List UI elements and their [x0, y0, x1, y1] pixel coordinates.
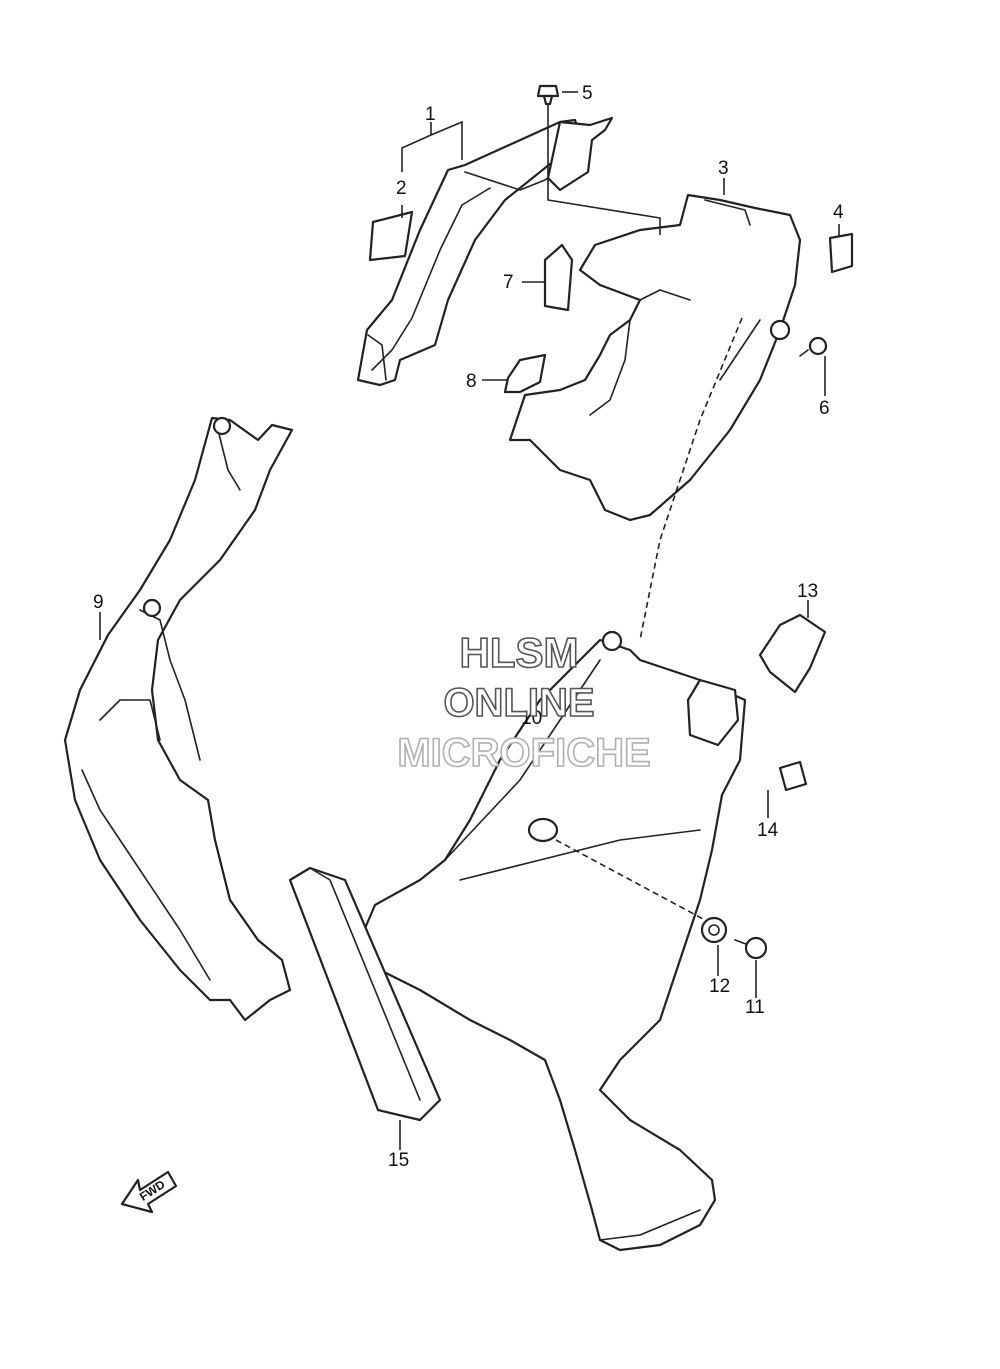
watermark-line-2: ONLINE: [443, 681, 594, 725]
watermark-line-3: MICROFICHE: [397, 731, 650, 775]
part-8-bracket: [503, 353, 547, 394]
part-13-pad: [758, 613, 827, 694]
callout-10: 10: [521, 708, 542, 729]
part-10-main-cover: [358, 630, 747, 1252]
callout-3: 3: [718, 158, 729, 179]
part-12-grommet: [700, 916, 728, 944]
callout-6: 6: [819, 398, 830, 419]
callout-4: 4: [833, 202, 844, 223]
callout-5: 5: [582, 83, 593, 104]
part-4-clip: [828, 232, 854, 274]
watermark: HLSM ONLINE MICROFICHE: [397, 628, 652, 776]
part-2-pad: [368, 210, 414, 262]
part-11-screw: [734, 936, 768, 960]
part-15-strip: [288, 866, 442, 1122]
callout-14: 14: [757, 820, 779, 841]
callout-12: 12: [709, 976, 730, 997]
part-14-clip: [778, 760, 808, 792]
callout-8: 8: [466, 371, 477, 392]
callout-1: 1: [425, 104, 436, 125]
callout-2: 2: [396, 178, 407, 199]
part-9-left-cover: [63, 416, 294, 1022]
watermark-line-1: HLSM: [460, 629, 579, 676]
part-5-fastener: [536, 84, 560, 106]
callout-7: 7: [503, 272, 514, 293]
callout-13: 13: [797, 581, 818, 602]
part-3-upper-panel: [508, 193, 802, 522]
callouts: 1 2 3 4 5 6 7 8 9 10 11 12 13 14 15: [93, 83, 844, 1171]
fwd-arrow-icon: FWD: [120, 1170, 178, 1214]
part-6-screw: [799, 336, 828, 357]
part-1-bracket: [356, 116, 614, 387]
callout-15: 15: [388, 1150, 409, 1171]
leader-lines: [99, 91, 840, 1150]
callout-11: 11: [745, 997, 765, 1018]
part-7-bracket: [543, 243, 574, 312]
callout-9: 9: [93, 592, 104, 613]
